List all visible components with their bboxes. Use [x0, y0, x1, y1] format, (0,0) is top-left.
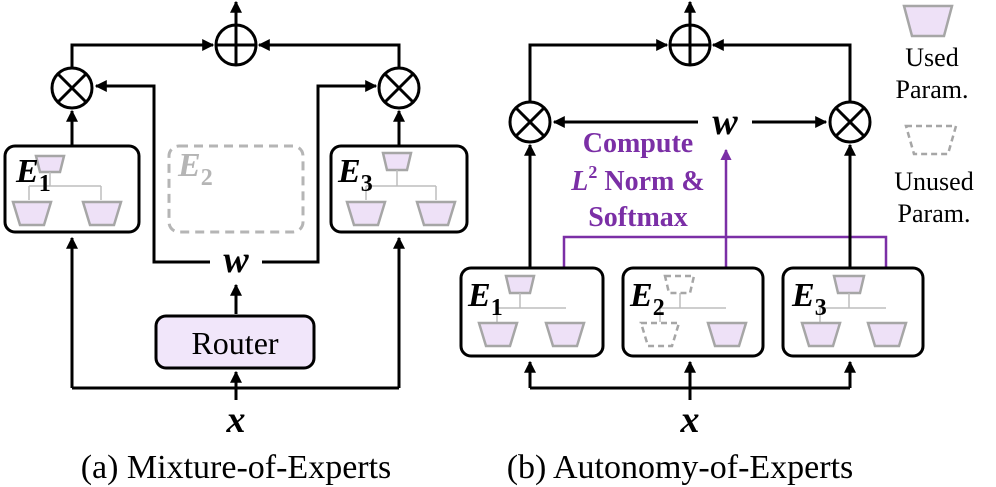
multiply-symbol-b1 [508, 100, 552, 144]
expert-label-a1: E1 [15, 153, 51, 197]
panel-aoe: w Compute L2 Norm & Softmax [459, 0, 925, 486]
wire-mult1-to-adder [70, 39, 215, 68]
adder-symbol-b [668, 23, 712, 67]
adder-symbol-a [214, 23, 258, 67]
wire-mult-b1-to-adder [528, 39, 669, 102]
compute-line-2: L2 Norm & [570, 162, 704, 197]
wire-mult-b3-to-adder [711, 39, 852, 102]
multiply-symbol-a1 [50, 66, 94, 110]
expert-label-a3: E3 [337, 153, 373, 197]
caption-a: (a) Mixture-of-Experts [81, 449, 392, 486]
wire-w-to-mult1 [94, 80, 210, 264]
legend-unused-icon [904, 124, 958, 156]
expert-label-b2: E2 [629, 277, 665, 321]
multiply-symbol-a3 [377, 66, 421, 110]
param-icons-a1 [11, 154, 123, 227]
router-label: Router [191, 325, 278, 361]
expert-label-a2: E2 [177, 147, 213, 191]
input-label-b: x [680, 399, 700, 441]
weight-label-a: w [223, 239, 249, 281]
wire-mult3-to-adder [257, 39, 401, 68]
legend-unused-line1: Unused [894, 167, 973, 196]
compute-line-1: Compute [583, 128, 693, 159]
wire-w-to-mult3 [262, 80, 378, 264]
panel-moe: E1 E2 E3 w Router x (a) Mixture-of-Exper… [3, 0, 469, 486]
legend-unused-line2: Param. [898, 199, 971, 228]
param-icons-a3 [345, 151, 457, 227]
expert-box-a2-unused [167, 144, 305, 234]
caption-b: (b) Autonomy-of-Experts [507, 449, 854, 486]
expert-label-b1: E1 [467, 277, 503, 321]
router-box [154, 314, 316, 370]
compute-line-3: Softmax [588, 202, 688, 233]
expert-label-b3: E3 [791, 277, 827, 321]
param-icons-b2 [639, 274, 748, 348]
param-icons-b1 [477, 274, 586, 348]
multiply-symbol-b3 [828, 100, 872, 144]
legend: Used Param. Unused Param. [894, 4, 974, 228]
legend-used-line1: Used [905, 43, 958, 72]
input-label-a: x [226, 399, 246, 441]
legend-used-icon [902, 4, 954, 38]
compute-norm-softmax-label: Compute L2 Norm & Softmax [570, 128, 704, 233]
param-icons-b3 [800, 274, 908, 348]
weight-label-b: w [712, 101, 738, 143]
legend-used-line2: Param. [896, 75, 969, 104]
